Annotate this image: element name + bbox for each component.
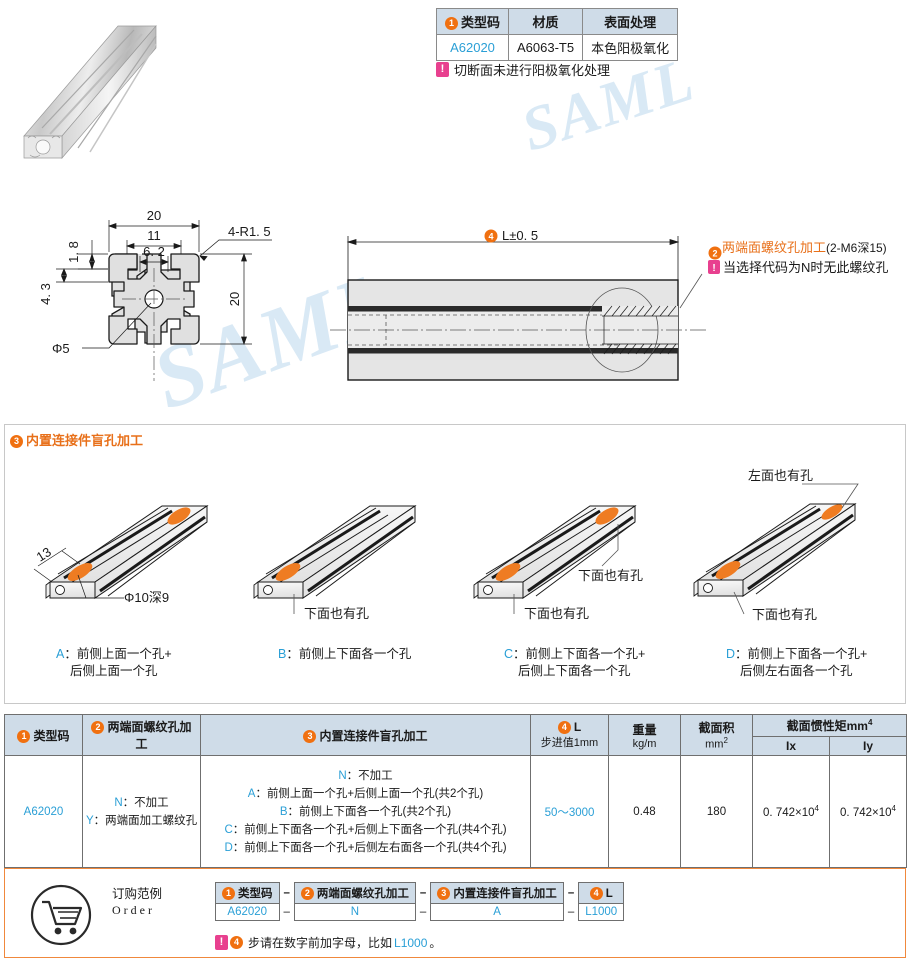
spec-cell-blind-options: N：不加工 A：前侧上面一个孔+后侧上面一个孔(共2个孔) B：前侧上下面各一个…: [200, 755, 531, 868]
callout-bottom-c2: 下面也有孔: [524, 606, 589, 621]
badge-4: 4: [230, 936, 243, 949]
dim-opening-62: 6. 2: [143, 244, 165, 259]
cross-section-drawing: 20 11 6. 2 1. 8: [38, 208, 272, 381]
badge-2: 2: [712, 249, 717, 259]
tap-note: 当选择代码为N时无此螺纹孔: [723, 260, 888, 275]
spec-cell-area: 180: [680, 755, 753, 868]
variant-c-diagram: 下面也有孔 下面也有孔: [473, 505, 643, 621]
variant-caption-a: A：前侧上面一个孔+ 后侧上面一个孔: [56, 647, 172, 678]
dim-wall-43: 4. 3: [38, 283, 53, 305]
spec-cell-iy: 0. 742×104: [828, 755, 908, 868]
badge-2: 2: [300, 887, 314, 900]
badge-2: 2: [91, 721, 105, 734]
badge-3: 3: [437, 887, 451, 900]
order-val-tap: N: [293, 903, 416, 921]
dim-wall-18: 1. 8: [66, 241, 81, 263]
tap-label: 两端面螺纹孔加工: [722, 240, 826, 255]
shopping-cart-icon: [30, 884, 92, 946]
order-val-type-code: A62020: [215, 903, 280, 921]
table-row: A62020 A6063-T5 本色阳极氧化: [435, 34, 679, 61]
order-val-length: L1000: [578, 903, 625, 921]
side-view-drawing: 4 L±0. 5: [330, 228, 888, 381]
order-sep-4: –: [283, 906, 290, 918]
badge-4: 4: [557, 721, 571, 734]
variant-d-diagram: 左面也有孔 下面也有孔: [693, 468, 859, 622]
dim-slot-11: 11: [147, 228, 161, 243]
spec-cell-type-code: A62020: [4, 755, 83, 868]
order-sep-5: –: [419, 906, 427, 918]
col-material: 材质: [508, 8, 584, 35]
variant-b-diagram: 下面也有孔: [253, 505, 417, 621]
order-value-row: A62020 – N – A – L1000: [215, 903, 625, 921]
badge-3: 3: [303, 729, 317, 743]
tap-spec: (2-M6深15): [826, 241, 887, 255]
dim-13: 13: [34, 544, 54, 564]
callout-bottom-b: 下面也有孔: [304, 606, 369, 621]
spec-col-weight: 重量 kg/m: [608, 714, 681, 756]
dim-width-20: 20: [147, 208, 161, 223]
spec-header-row-2: Ix Iy: [5, 736, 908, 756]
badge-1: 1: [222, 887, 235, 900]
badge-4: 4: [589, 886, 603, 900]
spec-col-iy: Iy: [828, 736, 908, 756]
dim-height-20: 20: [227, 292, 242, 306]
product-photo: [23, 25, 157, 159]
spec-col-area: 截面积 mm2: [680, 714, 753, 756]
cell-material: A6063-T5: [508, 34, 584, 61]
badge-1: 1: [445, 17, 458, 30]
spec-cell-weight: 0.48: [608, 755, 681, 868]
order-sep-6: –: [567, 906, 575, 918]
variant-a-diagram: 13 Φ10深9: [34, 505, 209, 605]
material-note: ! 切断面未进行阳极氧化处理: [436, 60, 610, 79]
dim-bore: Φ5: [52, 341, 70, 356]
spec-col-inertia: 截面惯性矩mm4: [751, 714, 908, 737]
order-sep-1: –: [283, 887, 290, 899]
variant-caption-c: C：前侧上下面各一个孔+ 后侧上下面各一个孔: [504, 647, 646, 678]
spec-cell-tap-options: N：不加工 Y：两端面加工螺纹孔: [82, 755, 201, 868]
cell-type-code: A62020: [435, 34, 510, 61]
cell-surface: 本色阳极氧化: [582, 34, 679, 61]
spec-cell-length: 50～3000: [530, 755, 609, 868]
order-example-label: 订购范例 Order: [112, 887, 163, 917]
spec-col-ix: Ix: [752, 736, 830, 756]
exclamation-icon: !: [436, 62, 449, 77]
callout-bottom-d: 下面也有孔: [752, 607, 817, 622]
material-note-text: 切断面未进行阳极氧化处理: [454, 63, 611, 78]
exclamation-icon: !: [215, 935, 228, 950]
order-sep-2: –: [419, 887, 427, 899]
order-val-blind: A: [430, 903, 564, 921]
badge-1: 1: [17, 729, 31, 743]
variant-caption-d: D：前侧上下面各一个孔+ 后侧左右面各一个孔: [726, 647, 868, 678]
callout-left-d: 左面也有孔: [748, 468, 813, 483]
spec-cell-ix: 0. 742×104: [752, 755, 830, 868]
variant-caption-b: B：前侧上下面各一个孔: [278, 647, 412, 661]
order-sep-3: –: [567, 887, 575, 899]
spec-data-row: A62020 N：不加工 Y：两端面加工螺纹孔 N：不加工 A：前侧上面一个孔+…: [4, 755, 908, 868]
badge-4: 4: [488, 232, 493, 242]
dim-length: L±0. 5: [502, 228, 538, 243]
dim-hole: Φ10深9: [124, 590, 169, 605]
callout-bottom-c1: 下面也有孔: [578, 568, 643, 583]
col-surface: 表面处理: [582, 8, 679, 35]
dim-radius: 4-R1. 5: [228, 224, 271, 239]
exclamation-icon: !: [712, 263, 715, 274]
badge-3: 3: [10, 435, 23, 448]
